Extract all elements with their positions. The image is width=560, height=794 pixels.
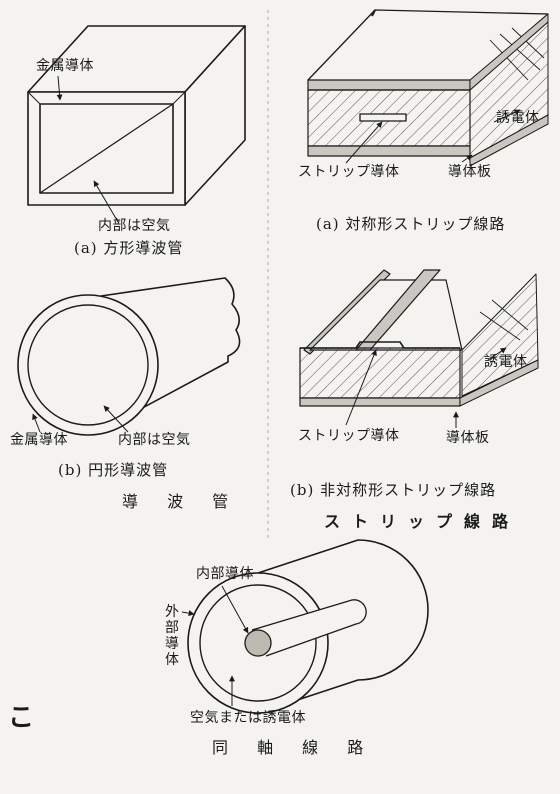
coax-section-title: 同 軸 線 路: [212, 738, 376, 757]
sym-stripline-caption: (a) 対称形ストリップ線路: [316, 215, 506, 233]
coax-inner-label: 内部導体: [196, 566, 254, 582]
circular-waveguide-drawing: [17, 277, 241, 436]
symmetric-stripline-drawing: [307, 9, 549, 167]
rectangular-waveguide-drawing: [27, 25, 246, 206]
strip-arrow-asym: [345, 349, 377, 426]
sym-dielectric-label: 誘電体: [496, 110, 540, 126]
coax-fill-label: 空気または誘電体: [190, 710, 306, 726]
rect-inside-label: 内部は空気: [98, 218, 171, 234]
circ-waveguide-caption: (b) 円形導波管: [58, 461, 169, 479]
dielectric-arrow-asym: [487, 347, 507, 361]
outer-arrow-coax: [181, 610, 195, 617]
inner-arrow-coax: [221, 585, 249, 634]
metal-arrow-circ: [32, 413, 41, 433]
circ-inside-label: 内部は空気: [118, 432, 191, 448]
circ-metal-label: 金属導体: [10, 432, 68, 448]
plate-arrow-sym: [461, 154, 473, 163]
asymmetric-stripline-drawing: [299, 269, 539, 407]
asym-strip-label: ストリップ導体: [298, 428, 400, 444]
rect-waveguide-caption: (a) 方形導波管: [74, 239, 184, 257]
margin-mark: こ: [8, 703, 35, 733]
sym-plate-label: 導体板: [448, 164, 492, 180]
inside-arrow-circ: [103, 405, 129, 433]
stripline-section-title: ストリップ線路: [324, 512, 521, 531]
coax-outer-label: 外部導体: [165, 604, 179, 668]
metal-arrow-rect: [56, 75, 63, 101]
rect-metal-label: 金属導体: [36, 58, 94, 74]
sym-strip-label: ストリップ導体: [298, 164, 400, 180]
asym-stripline-caption: (b) 非対称形ストリップ線路: [290, 481, 497, 499]
waveguide-section-title: 導 波 管: [122, 492, 241, 511]
coaxial-line-drawing: [187, 539, 429, 714]
asym-dielectric-label: 誘電体: [484, 354, 528, 370]
asym-plate-label: 導体板: [446, 430, 490, 446]
dielectric-arrow-sym: [493, 109, 521, 123]
inside-arrow-rect: [93, 180, 119, 223]
strip-arrow-sym: [345, 121, 383, 164]
